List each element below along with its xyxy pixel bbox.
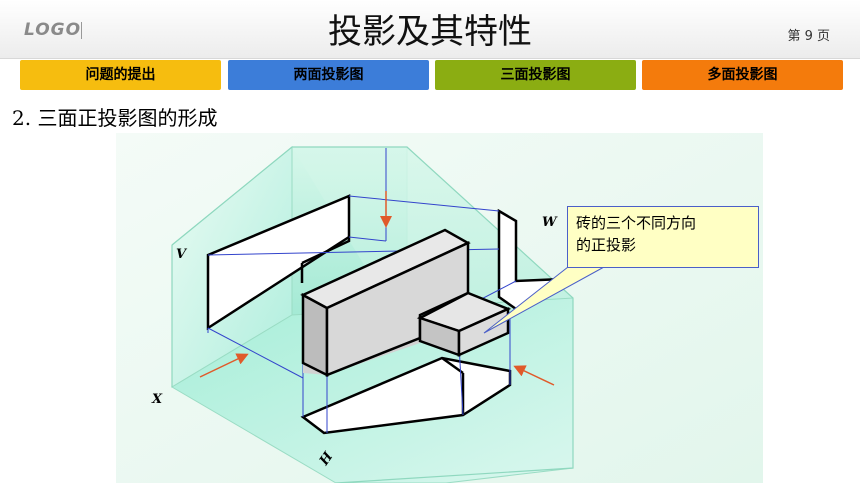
- projection-figure: V W X H: [116, 133, 763, 484]
- projection-diagram: V W X H: [116, 133, 763, 484]
- logo-divider: [81, 22, 82, 39]
- h-projection-step: [441, 356, 464, 375]
- front-view-arrow: [199, 353, 249, 378]
- callout-box: 砖的三个不同方向 的正投影: [567, 206, 759, 268]
- callout-line-1: 砖的三个不同方向: [576, 214, 697, 232]
- tab-three-view[interactable]: 三面投影图: [435, 60, 636, 90]
- tab-problem[interactable]: 问题的提出: [20, 60, 221, 90]
- label-v: V: [176, 247, 188, 262]
- page-number: 第 9 页: [787, 29, 830, 44]
- nav-tabs: 问题的提出 两面投影图 三面投影图 多面投影图: [20, 60, 843, 90]
- tab-multi-view[interactable]: 多面投影图: [642, 60, 843, 90]
- side-view-arrow: [513, 365, 555, 386]
- tab-two-view[interactable]: 两面投影图: [228, 60, 429, 90]
- box-outline: [171, 146, 574, 484]
- label-x: X: [151, 392, 163, 407]
- slide-title: 投影及其特性: [328, 12, 532, 52]
- section-heading: 2. 三面正投影图的形成: [12, 106, 218, 130]
- v-projection-step: [301, 237, 351, 265]
- slide-header: LOGO 投影及其特性 第 9 页: [0, 0, 860, 59]
- callout-line-2: 的正投影: [576, 236, 637, 254]
- brick-front-face: [325, 241, 470, 377]
- logo: LOGO: [24, 20, 82, 40]
- step-front-face: [457, 307, 510, 357]
- label-w: W: [542, 215, 558, 230]
